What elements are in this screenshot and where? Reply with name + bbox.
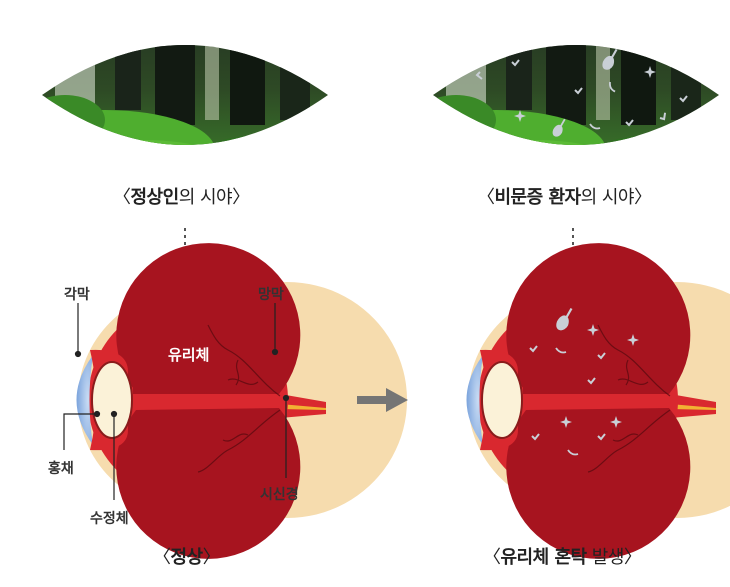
label-vitreous: 유리체 — [168, 344, 209, 365]
caption-floater-view: 〈비문증 환자의 시야〉 — [477, 183, 651, 209]
caption-normal-view: 〈정상인의 시야〉 — [113, 183, 250, 209]
cloudy-eye-diagram — [467, 243, 730, 559]
label-cornea: 각막 — [64, 284, 90, 304]
label-lens: 수정체 — [90, 508, 129, 528]
label-retina: 망막 — [258, 284, 284, 304]
label-optic-nerve: 시신경 — [260, 484, 299, 504]
label-iris: 홍채 — [48, 458, 74, 478]
caption-normal-eye: 〈정상〉 — [153, 543, 220, 569]
floater-vision-view — [386, 0, 726, 200]
caption-cloudy-eye: 〈유리체 혼탁 발생〉 — [483, 543, 641, 569]
normal-vision-view — [0, 0, 335, 200]
